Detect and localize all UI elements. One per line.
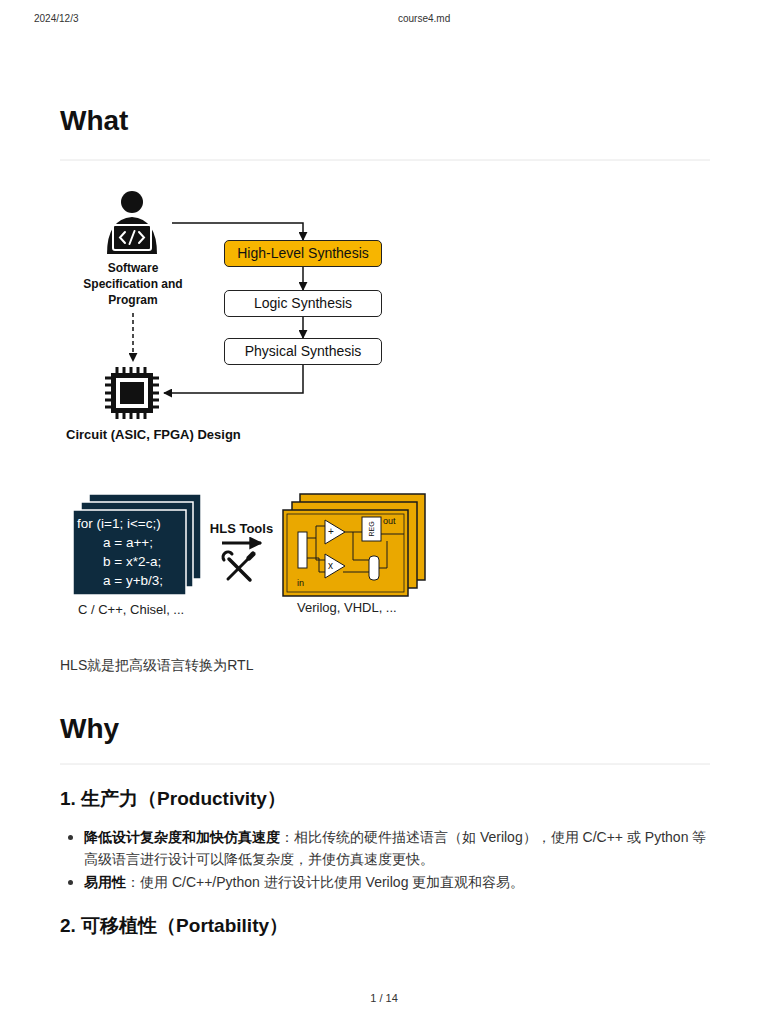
- bullet-term: 降低设计复杂度和加快仿真速度: [84, 829, 280, 845]
- box-label: High-Level Synthesis: [235, 245, 371, 262]
- bullet-dot: [68, 835, 73, 840]
- code-line: for (i=1; i<=c;): [77, 516, 161, 531]
- header-date: 2024/12/3: [34, 13, 79, 24]
- connector: [302, 267, 304, 290]
- signal-label: in: [297, 578, 304, 588]
- connector: [222, 542, 261, 545]
- page-heading: What: [60, 105, 128, 137]
- hardware-node: +xREGoutinVerilog, VHDL, ...: [283, 494, 426, 597]
- header-file: course4.md: [398, 13, 450, 24]
- signal-label: REG: [368, 517, 376, 541]
- bullet-term: 易用性: [84, 874, 126, 890]
- person-icon: [104, 190, 162, 256]
- process-box: High-Level Synthesis: [224, 240, 382, 267]
- code-line: a = y+b/3;: [103, 573, 163, 588]
- subheading: 2. 可移植性（Portability）: [60, 913, 288, 939]
- chip-icon: [103, 365, 161, 421]
- code-line: b = x*2-a;: [103, 554, 161, 569]
- heading-rule: [60, 160, 710, 161]
- signal-label: x: [328, 560, 333, 571]
- signal-label: +: [328, 526, 334, 537]
- person-node: Software Specification and Program: [104, 190, 162, 256]
- bullet-text: ：使用 C/C++/Python 进行设计比使用 Verilog 更加直观和容易…: [126, 874, 524, 890]
- connector: [172, 223, 303, 240]
- box-label: Logic Synthesis: [235, 295, 371, 312]
- process-box: Logic Synthesis: [224, 290, 382, 317]
- node-caption: Verilog, VHDL, ...: [297, 600, 397, 615]
- process-box: Physical Synthesis: [224, 338, 382, 365]
- node-caption: Software Specification and Program: [74, 260, 192, 308]
- tools-icon: [223, 552, 253, 580]
- code-node: for (i=1; i<=c;) a = a++; b = x*2-a; a = y+…: [73, 494, 202, 596]
- chip-node: Circuit (ASIC, FPGA) Design: [103, 365, 161, 421]
- heading-rule: [60, 764, 710, 765]
- signal-label: out: [383, 516, 396, 526]
- edge-label: HLS Tools: [209, 521, 274, 536]
- node-caption: Circuit (ASIC, FPGA) Design: [66, 427, 241, 442]
- code-line: a = a++;: [103, 535, 153, 550]
- connector: [164, 365, 303, 393]
- subheading: 1. 生产力（Productivity）: [60, 786, 286, 812]
- page-number: 1 / 14: [0, 992, 768, 1004]
- connector: [302, 317, 304, 338]
- section-heading: Why: [60, 713, 119, 745]
- bullet-item: 降低设计复杂度和加快仿真速度：相比传统的硬件描述语言（如 Verilog），使用…: [84, 826, 710, 870]
- bullet-item: 易用性：使用 C/C++/Python 进行设计比使用 Verilog 更加直观…: [84, 871, 710, 893]
- paragraph: HLS就是把高级语言转换为RTL: [60, 657, 253, 675]
- node-caption: C / C++, Chisel, ...: [78, 602, 184, 617]
- box-label: Physical Synthesis: [235, 343, 371, 360]
- hardware-cards: [283, 494, 426, 597]
- bullet-dot: [68, 880, 73, 885]
- dashed-connector: [132, 313, 134, 361]
